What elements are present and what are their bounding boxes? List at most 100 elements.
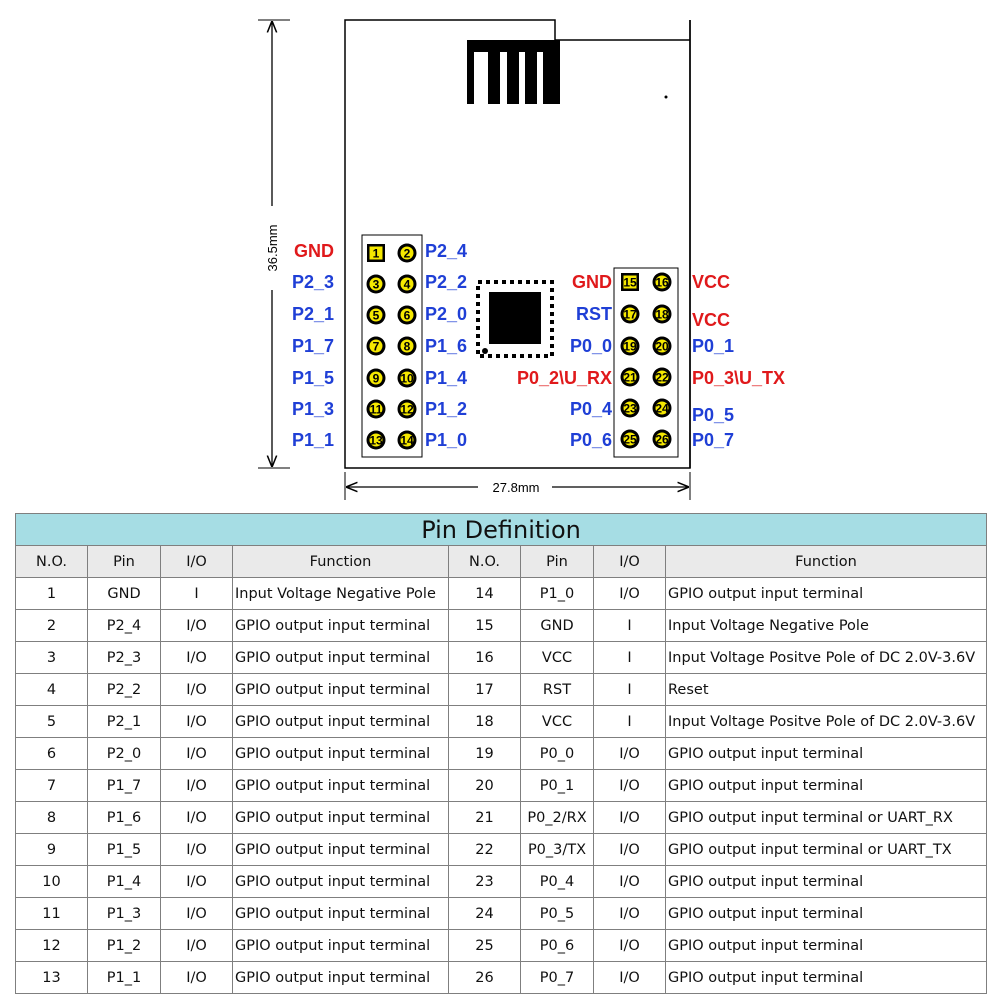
table-cell: 4	[15, 673, 88, 706]
table-cell: I/O	[160, 609, 233, 642]
table-cell: I/O	[160, 865, 233, 898]
pin-number: 1	[373, 247, 380, 261]
table-cell: I/O	[160, 961, 233, 994]
pin-number: 22	[655, 371, 669, 385]
pin-label: P1_1	[292, 430, 334, 450]
table-cell: 3	[15, 641, 88, 674]
pin-number: 20	[655, 340, 669, 354]
column-header: N.O.	[15, 545, 88, 578]
table-cell: GPIO output input terminal	[664, 737, 988, 770]
pin-pad: 12	[397, 399, 417, 419]
table-cell: GPIO output input terminal	[664, 897, 988, 930]
table-cell: 7	[15, 769, 88, 802]
pin-number: 5	[373, 309, 380, 323]
table-cell: GPIO output input terminal	[232, 897, 449, 930]
table-cell: 9	[15, 833, 88, 866]
table-cell: I/O	[160, 673, 233, 706]
table-cell: GPIO output input terminal or UART_TX	[664, 833, 988, 866]
table-cell: Reset	[664, 673, 988, 706]
pin-pad: 18	[652, 304, 672, 324]
column-header: Function	[664, 545, 988, 578]
table-cell: GPIO output input terminal	[232, 673, 449, 706]
pin-label: P0_6	[570, 430, 612, 450]
pin-number: 7	[373, 340, 380, 354]
left-header-box	[361, 234, 423, 458]
pin-number: 3	[373, 278, 380, 292]
pin-label: P1_6	[425, 336, 467, 356]
pin-pad: 8	[397, 336, 417, 356]
pin-pad: 25	[620, 429, 640, 449]
pin-number: 12	[400, 403, 414, 417]
pin-pad: 13	[366, 430, 386, 450]
table-cell: P1_3	[87, 897, 161, 930]
table-cell: P0_5	[520, 897, 594, 930]
table-cell: 1	[15, 577, 88, 610]
pin-label: P0_0	[570, 336, 612, 356]
table-cell: GPIO output input terminal	[232, 865, 449, 898]
pin-pad: 22	[652, 367, 672, 387]
table-cell: 25	[448, 929, 521, 962]
pin-pad: 17	[620, 304, 640, 324]
table-cell: GPIO output input terminal	[232, 833, 449, 866]
table-cell: GPIO output input terminal	[232, 929, 449, 962]
table-cell: GND	[87, 577, 161, 610]
pin-pad: 3	[366, 274, 386, 294]
pin-pad: 10	[397, 368, 417, 388]
table-cell: GPIO output input terminal	[664, 769, 988, 802]
table-cell: 11	[15, 897, 88, 930]
pin-pad: 16	[652, 272, 672, 292]
pin-number: 2	[404, 247, 411, 261]
pin-number: 15	[623, 276, 637, 290]
table-cell: I/O	[160, 897, 233, 930]
table-cell: I	[593, 705, 666, 738]
table-cell: P0_1	[520, 769, 594, 802]
table-cell: I	[593, 641, 666, 674]
pin-number: 11	[370, 403, 383, 417]
table-cell: 21	[448, 801, 521, 834]
table-cell: P0_3/TX	[520, 833, 594, 866]
table-cell: P0_6	[520, 929, 594, 962]
height-dimension-label: 36.5mm	[265, 225, 280, 272]
pin-pad: 23	[620, 398, 640, 418]
pin-number: 6	[404, 309, 411, 323]
pin-label: P2_4	[425, 241, 467, 261]
table-cell: P0_2/RX	[520, 801, 594, 834]
table-cell: GPIO output input terminal	[664, 577, 988, 610]
antenna-trace	[467, 40, 560, 104]
table-cell: I/O	[593, 577, 666, 610]
pin-label: P0_1	[692, 336, 734, 356]
pin-pad: 9	[366, 368, 386, 388]
table-cell: P1_0	[520, 577, 594, 610]
pin-pad: 4	[397, 274, 417, 294]
table-cell: P1_2	[87, 929, 161, 962]
column-header: Function	[232, 545, 449, 578]
table-cell: 22	[448, 833, 521, 866]
right-header-box	[613, 267, 679, 458]
table-cell: P1_6	[87, 801, 161, 834]
table-cell: GPIO output input terminal	[232, 705, 449, 738]
table-cell: GPIO output input terminal	[664, 865, 988, 898]
pin-label: RST	[576, 304, 612, 324]
pin-label: VCC	[692, 272, 730, 292]
pin-pad: 11	[366, 399, 386, 419]
pin-pad: 5	[366, 305, 386, 325]
table-cell: I/O	[593, 769, 666, 802]
pin-number: 24	[655, 402, 669, 416]
column-header: I/O	[593, 545, 666, 578]
table-cell: GPIO output input terminal or UART_RX	[664, 801, 988, 834]
table-cell: VCC	[520, 641, 594, 674]
column-header: N.O.	[448, 545, 521, 578]
table-cell: 2	[15, 609, 88, 642]
table-cell: I/O	[593, 801, 666, 834]
pin-label: P2_2	[425, 272, 467, 292]
pin-label: P1_0	[425, 430, 467, 450]
table-cell: I/O	[160, 929, 233, 962]
table-cell: GND	[520, 609, 594, 642]
pin-label: GND	[572, 272, 612, 292]
pin-label: P0_7	[692, 430, 734, 450]
table-cell: P2_0	[87, 737, 161, 770]
